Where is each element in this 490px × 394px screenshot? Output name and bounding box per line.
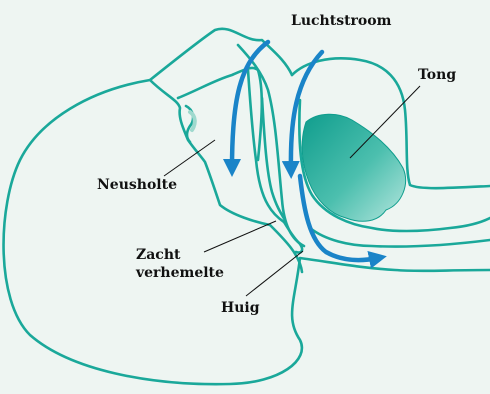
label-zacht-verhemelte: Zacht verhemelte (136, 246, 224, 282)
label-luchtstroom: Luchtstroom (291, 12, 391, 30)
label-neusholte: Neusholte (97, 176, 177, 194)
tongue-shape (302, 114, 405, 221)
uvula (284, 222, 302, 253)
label-huig: Huig (221, 299, 260, 317)
label-tong: Tong (418, 66, 456, 84)
label-zacht-line2: verhemelte (136, 264, 224, 282)
label-zacht-line1: Zacht (136, 246, 224, 264)
